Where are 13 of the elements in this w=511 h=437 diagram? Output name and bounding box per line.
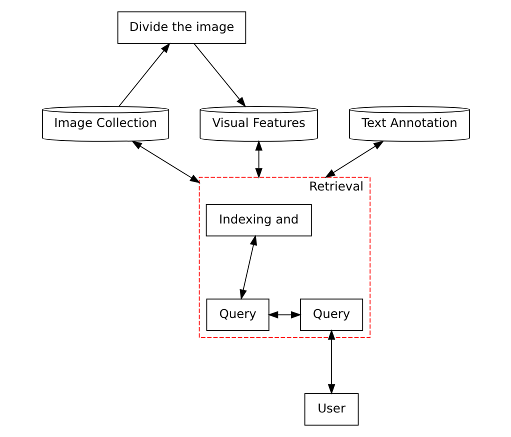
arrow: [118, 42, 170, 107]
arrow: [239, 234, 257, 300]
node-box: User: [304, 393, 358, 426]
node-box: Query: [206, 298, 269, 331]
arrow: [193, 43, 246, 108]
arrow: [130, 140, 200, 184]
node-box: Divide the image: [116, 11, 246, 44]
node-box: Query: [300, 298, 363, 331]
arrow: [327, 329, 335, 395]
arrow: [267, 311, 302, 318]
arrow: [254, 140, 262, 179]
node-box: Indexing and: [205, 204, 312, 236]
arrow: [324, 140, 384, 178]
